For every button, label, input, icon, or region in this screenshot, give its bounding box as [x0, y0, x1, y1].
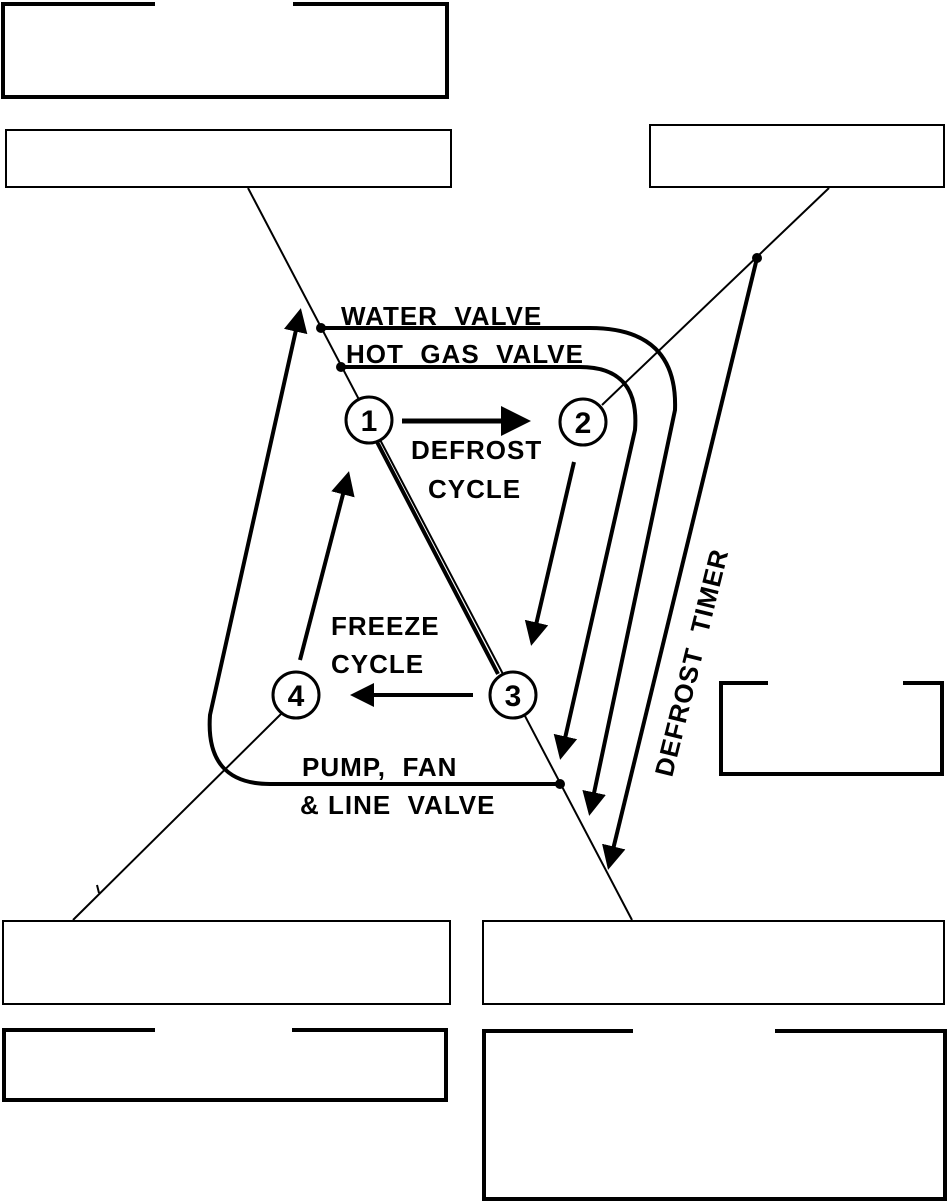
label-pump-fan: PUMP, FAN — [302, 752, 457, 782]
junction-water-valve — [316, 323, 326, 333]
step-3: 3 — [488, 670, 538, 720]
leader-tick — [96, 884, 100, 894]
step-2-number: 2 — [575, 407, 592, 440]
water-valve-line — [321, 326, 678, 816]
label-defrost-cycle-line2: CYCLE — [428, 474, 521, 504]
box-right-small — [719, 681, 944, 776]
junction-hot-gas-valve — [336, 362, 346, 372]
hot-gas-valve-line — [341, 365, 638, 760]
label-freeze-cycle-line2: CYCLE — [331, 649, 424, 679]
label-defrost-cycle-line1: DEFROST — [411, 435, 542, 465]
junction-defrost-timer — [752, 253, 762, 263]
label-hot-gas-valve: HOT GAS VALVE — [346, 339, 584, 369]
step-4: 4 — [271, 670, 321, 720]
step-3-number: 3 — [505, 680, 522, 713]
label-water-valve: WATER VALVE — [341, 301, 542, 331]
box-bottom-right — [482, 920, 945, 1005]
step-1-number: 1 — [361, 405, 378, 438]
label-line-valve: & LINE VALVE — [300, 790, 496, 820]
line-step1-to-step3 — [374, 439, 500, 675]
box-bottom-left — [2, 920, 451, 1005]
box-lower-right — [482, 1029, 947, 1201]
arrow-step4-to-step1 — [298, 471, 355, 661]
arrow-step2-to-step3 — [524, 461, 576, 646]
leader-main-diagonal — [247, 187, 633, 921]
box-top-left — [1, 2, 449, 99]
loop-outer-left — [207, 308, 560, 786]
defrost-timer-line — [602, 257, 759, 870]
box-lower-left — [2, 1028, 448, 1102]
box-mid-left — [5, 129, 452, 188]
step-2: 2 — [558, 397, 608, 447]
leader-step4 — [72, 711, 284, 921]
leader-step2 — [601, 187, 830, 406]
step-1: 1 — [344, 395, 394, 445]
label-freeze-cycle-line1: FREEZE — [331, 611, 440, 641]
junction-pump-line — [555, 779, 565, 789]
box-mid-right — [649, 124, 945, 188]
step-4-number: 4 — [288, 680, 305, 713]
